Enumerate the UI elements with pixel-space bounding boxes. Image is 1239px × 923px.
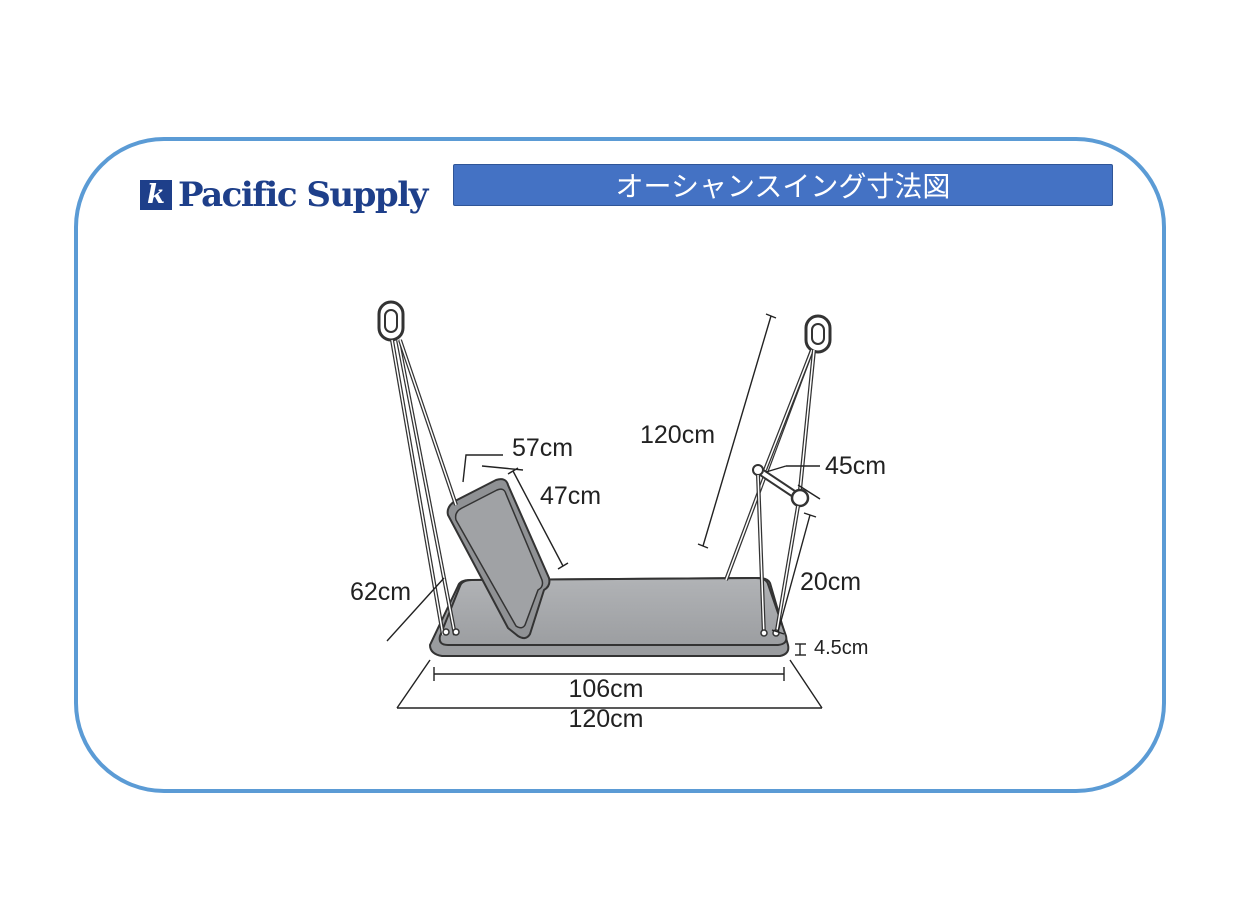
total-length-label: 120cm	[568, 705, 643, 733]
page-title-text: オーシャンスイング寸法図	[615, 171, 951, 202]
back-width-label: 57cm	[512, 434, 573, 462]
backrest	[446, 478, 551, 640]
right-carabiner-icon	[804, 314, 832, 354]
chain-length-label: 120cm	[640, 421, 715, 449]
brand-logo: k Pacific Supply	[140, 172, 428, 218]
page-title: オーシャンスイング寸法図	[453, 164, 1113, 206]
brand-name: Pacific Supply	[178, 175, 428, 215]
inner-length-label: 106cm	[568, 675, 643, 703]
right-hanging-ropes	[724, 314, 832, 637]
rounded-frame	[74, 137, 1166, 793]
seat-thickness-label: 4.5cm	[814, 637, 868, 659]
dimension-labels: 120cm 45cm 57cm 47cm 62cm 20cm 4.5cm 106…	[350, 421, 886, 733]
seat-depth-label: 62cm	[350, 578, 411, 606]
back-height-label: 47cm	[540, 482, 601, 510]
lower-chain-label: 20cm	[800, 568, 861, 596]
seat-cushion	[428, 576, 790, 657]
spreader-width-label: 45cm	[825, 452, 886, 480]
left-hanging-ropes	[377, 300, 460, 636]
left-carabiner-icon	[377, 300, 405, 342]
dimension-lines	[386, 313, 823, 709]
brand-mark-icon: k	[140, 180, 172, 210]
